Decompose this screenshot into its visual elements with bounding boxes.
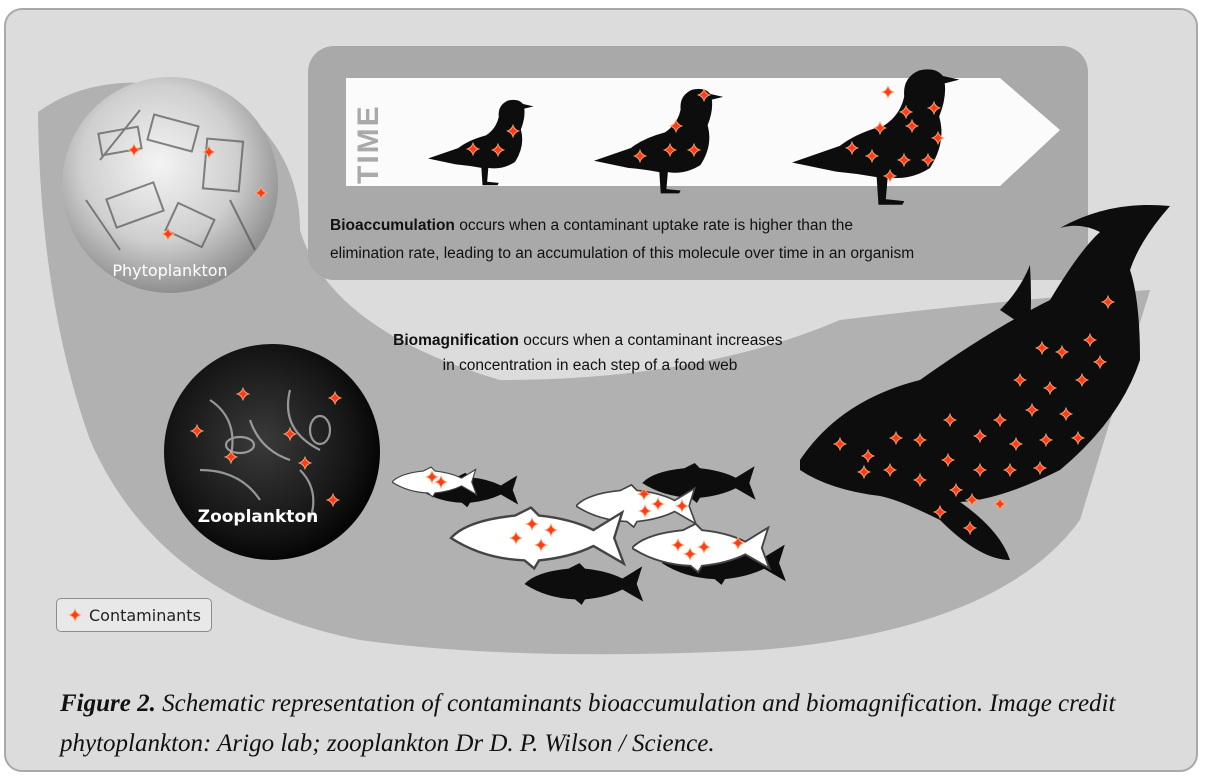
phytoplankton-image: Phytoplankton <box>62 77 278 293</box>
caption-figure-label: Figure 2. <box>60 690 156 717</box>
time-label: TIME <box>352 104 385 184</box>
phytoplankton-label: Phytoplankton <box>112 261 227 280</box>
figure-caption: Figure 2. Schematic representation of co… <box>60 684 1180 764</box>
biomagnification-text: Biomagnification occurs when a contamina… <box>393 332 787 374</box>
legend: Contaminants <box>56 598 212 632</box>
zooplankton-label: Zooplankton <box>198 507 318 527</box>
contaminant-star-icon <box>67 607 83 623</box>
legend-label: Contaminants <box>89 606 201 625</box>
zooplankton-image: Zooplankton <box>164 344 380 560</box>
caption-text: Schematic representation of contaminants… <box>60 690 1115 757</box>
